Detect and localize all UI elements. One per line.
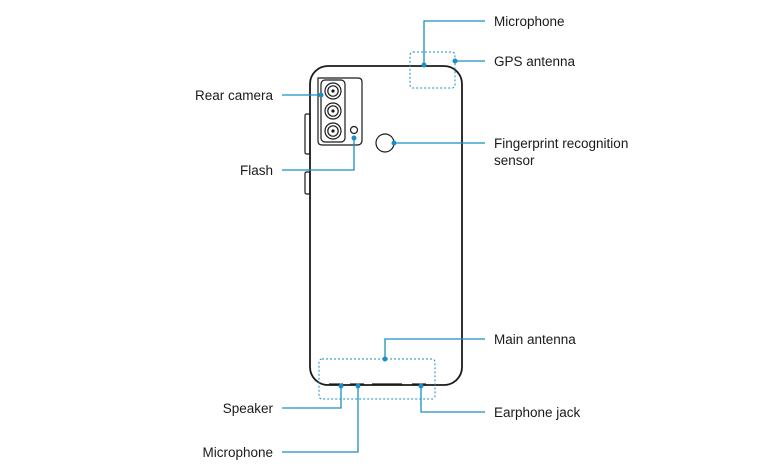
flash-lens xyxy=(349,125,359,135)
leader-flash xyxy=(282,135,357,171)
camera-lens-frame xyxy=(320,79,346,143)
label-gps-antenna: GPS antenna xyxy=(494,54,576,69)
leader-earphone-jack xyxy=(418,383,485,413)
camera-module xyxy=(317,77,363,146)
leader-microphone-bottom xyxy=(282,383,361,453)
label-speaker: Speaker xyxy=(223,401,274,416)
volume-button xyxy=(304,113,311,155)
bottom-antenna-zone xyxy=(318,358,436,400)
label-fingerprint-line1: Fingerprint recognition xyxy=(494,136,628,151)
rear-camera-lenses xyxy=(324,82,342,140)
leader-fingerprint xyxy=(391,140,485,146)
leader-microphone-top xyxy=(421,20,485,68)
phone-body xyxy=(309,65,463,386)
leader-main-antenna xyxy=(382,338,485,362)
side-key xyxy=(304,171,311,195)
label-main-antenna: Main antenna xyxy=(494,332,576,347)
label-earphone-jack: Earphone jack xyxy=(494,405,581,420)
leader-speaker xyxy=(282,383,344,409)
leader-gps-antenna xyxy=(452,58,485,64)
label-fingerprint-line2: sensor xyxy=(494,153,535,168)
label-microphone-top: Microphone xyxy=(494,14,565,29)
label-microphone-bottom: Microphone xyxy=(202,445,273,460)
label-rear-camera: Rear camera xyxy=(195,88,274,103)
top-microphone-zone xyxy=(409,51,456,89)
label-flash: Flash xyxy=(240,163,273,178)
leader-rear-camera xyxy=(282,92,324,98)
